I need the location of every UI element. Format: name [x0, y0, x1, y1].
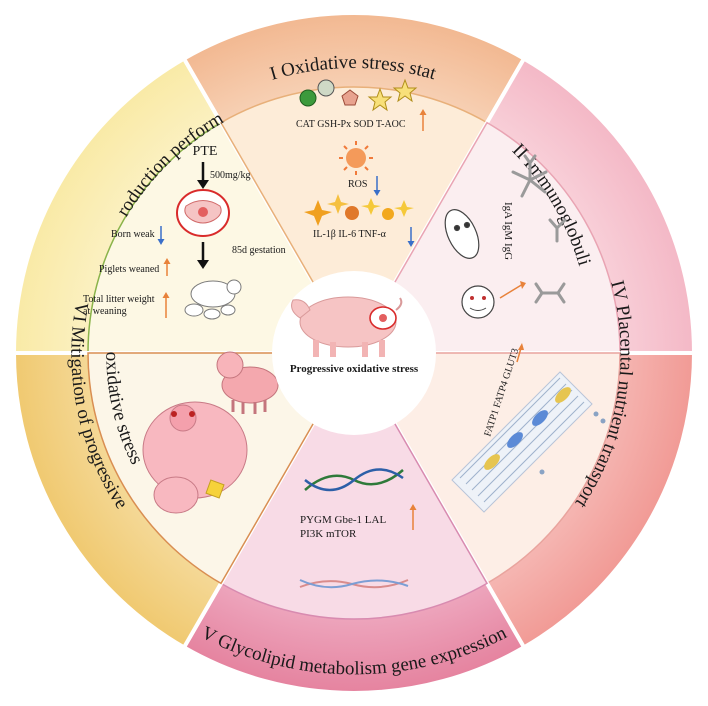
section-5-glycolipid — [181, 349, 527, 695]
cytokine-down-arrowhead — [407, 241, 415, 247]
virus-particle-icon — [461, 285, 495, 319]
genes-up-arrowhead — [409, 504, 417, 510]
pte-label: PTE — [193, 144, 218, 159]
antioxidant-shapes-icon — [299, 78, 418, 112]
section-3-immunoglobulin — [350, 55, 697, 355]
immunoglobulin-label: IgA IgM IgG — [502, 202, 514, 260]
immunoglobulin-content: IgA IgM IgG — [444, 154, 567, 319]
transporter-up-arrowhead — [518, 343, 524, 350]
dna-helix-bottom-icon — [299, 579, 409, 589]
ros-label: ROS — [348, 179, 367, 190]
center-label: Progressive oxidative stress — [290, 363, 419, 375]
cartoon-germ-icon — [444, 209, 480, 259]
cytokine-label: IL-1β IL-6 TNF-α — [313, 229, 387, 240]
litter-weight-label-line2: at weaning — [83, 306, 127, 317]
immunoglobulin-up-arrow — [499, 283, 524, 299]
pink-pig-family-icon — [142, 351, 279, 514]
antioxidant-label: CAT GSH-Px SOD T-AOC — [296, 119, 406, 130]
gestation-arrowhead — [197, 260, 209, 269]
litter-weight-label-line1: Total litter weight — [83, 294, 155, 305]
ros-arrowhead — [373, 190, 381, 196]
glycolipid-content: PYGM Gbe-1 LAL PI3K mTOR — [299, 468, 417, 589]
piglets-weaned-up-arrowhead — [163, 258, 171, 264]
genes-label-line1: PYGM Gbe-1 LAL — [300, 514, 386, 526]
genes-label-line2: PI3K mTOR — [300, 528, 357, 540]
litter-weight-up-arrowhead — [162, 292, 170, 298]
section-2-oxidative — [181, 11, 527, 357]
born-weak-label: Born weak — [111, 229, 155, 240]
cell-membrane-bilayer-icon — [451, 371, 606, 513]
uterus-fetus-icon — [176, 189, 230, 237]
sow-piglets-sketch-icon — [184, 279, 242, 320]
pig-icon — [291, 296, 403, 357]
antibody-dimer-icon — [534, 282, 566, 304]
immunoglobulin-up-arrowhead — [520, 281, 526, 289]
center-hub: Progressive oxidative stress — [272, 271, 436, 435]
transporter-up-arrow — [516, 347, 522, 363]
born-weak-down-arrowhead — [157, 239, 165, 245]
gestation-label: 85d gestation — [232, 245, 286, 256]
antioxidant-up-arrowhead — [419, 109, 427, 115]
pte-arrowhead — [197, 180, 209, 189]
mitigation-content — [142, 351, 279, 514]
antibody-pentamer-icon — [511, 154, 548, 198]
ros-sun-icon — [339, 141, 373, 175]
dose-label: 500mg/kg — [210, 170, 251, 181]
dna-helix-top-icon — [304, 468, 404, 492]
cytokine-burst-icons — [304, 194, 414, 226]
oxidative-content: CAT GSH-Px SOD T-AOC ROS IL-1β IL-6 TNF-… — [296, 78, 427, 247]
piglets-weaned-label: Piglets weaned — [99, 264, 159, 275]
antibody-y-icon — [548, 218, 567, 243]
reproduction-content: PTE 500mg/kg 85d gestation Born weak Pig… — [83, 144, 286, 320]
